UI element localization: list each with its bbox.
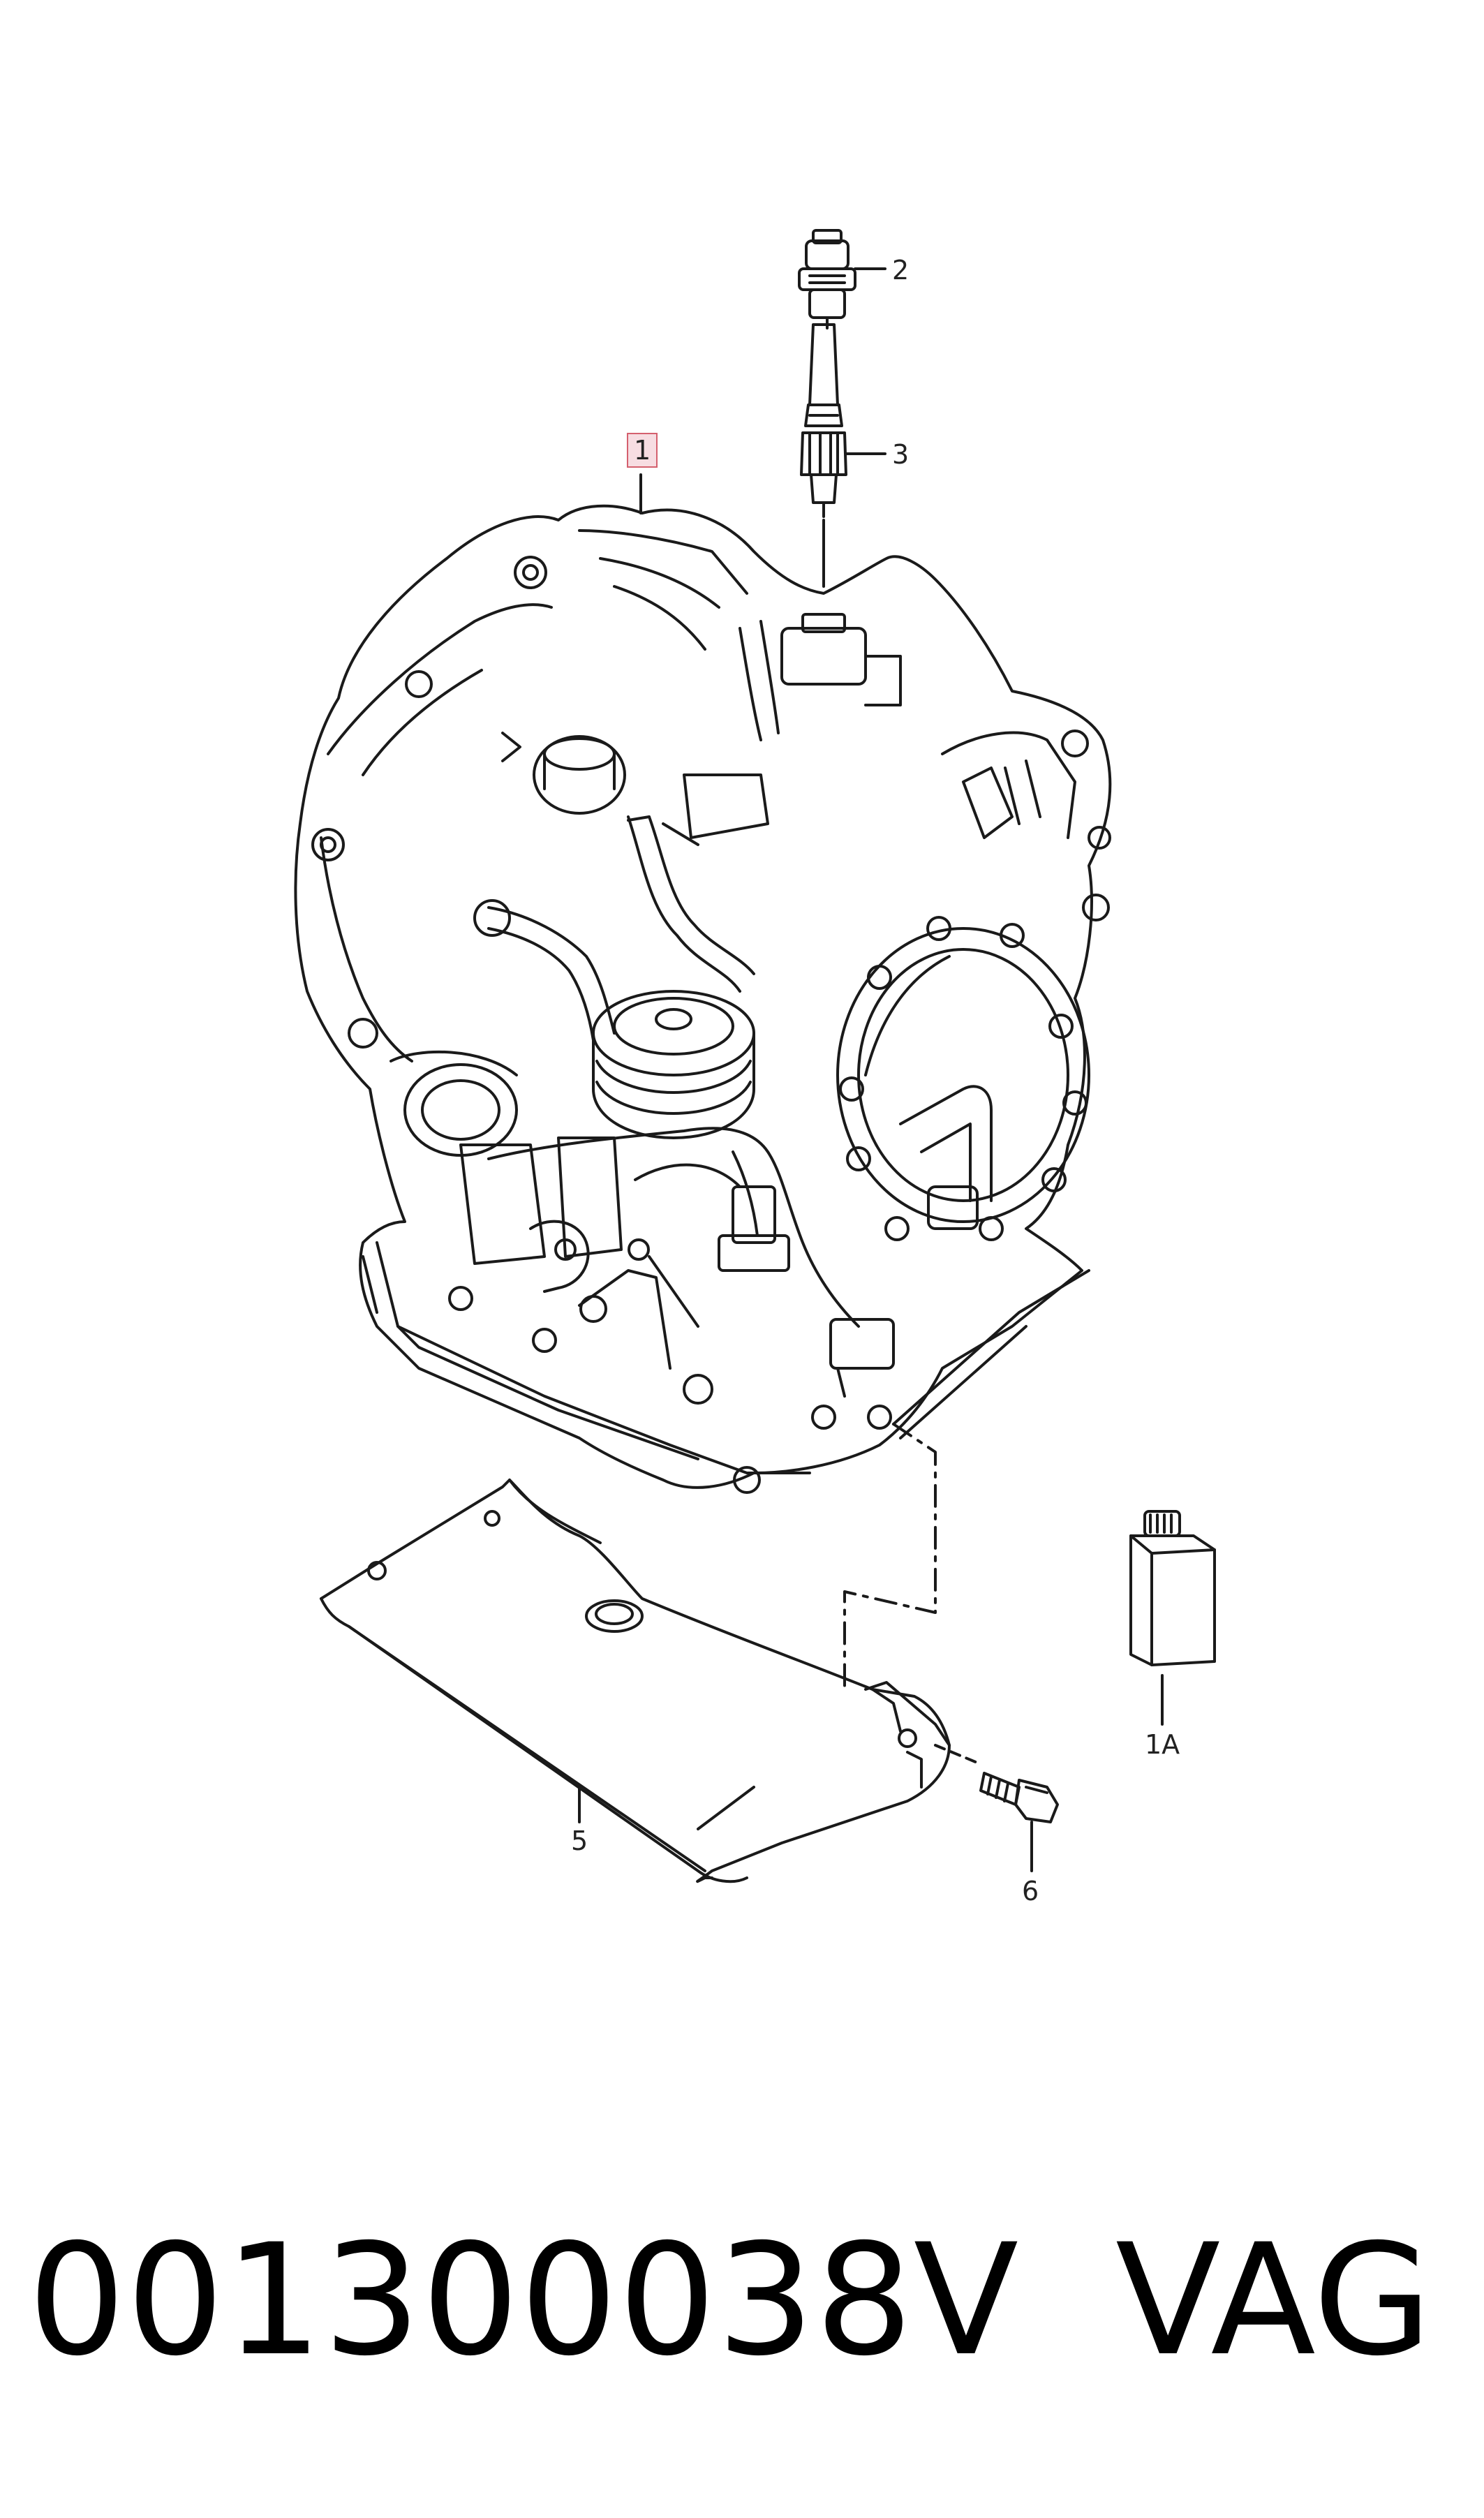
bolt-part-6	[934, 1744, 1059, 1872]
callout-item-3[interactable]: 3	[892, 439, 910, 470]
callout-item-2[interactable]: 2	[892, 255, 910, 286]
assembly-leader-line	[843, 1423, 937, 1691]
gearbox-assembly-part-1	[294, 473, 1112, 1494]
brand-text: VAG	[1115, 2211, 1432, 2390]
fluid-bottle-part-1a	[1129, 1510, 1216, 1726]
callout-item-1a[interactable]: 1A	[1145, 1729, 1180, 1760]
callout-item-6[interactable]: 6	[1022, 1876, 1039, 1906]
sender-part-2	[798, 229, 886, 329]
pinion-shaft-part-3	[800, 323, 886, 588]
protective-plate-part-5	[320, 1479, 951, 1883]
callout-item-1[interactable]: 1	[627, 433, 658, 468]
callout-item-5[interactable]: 5	[571, 1825, 588, 1856]
part-number-text: 001300038V	[28, 2211, 1020, 2390]
